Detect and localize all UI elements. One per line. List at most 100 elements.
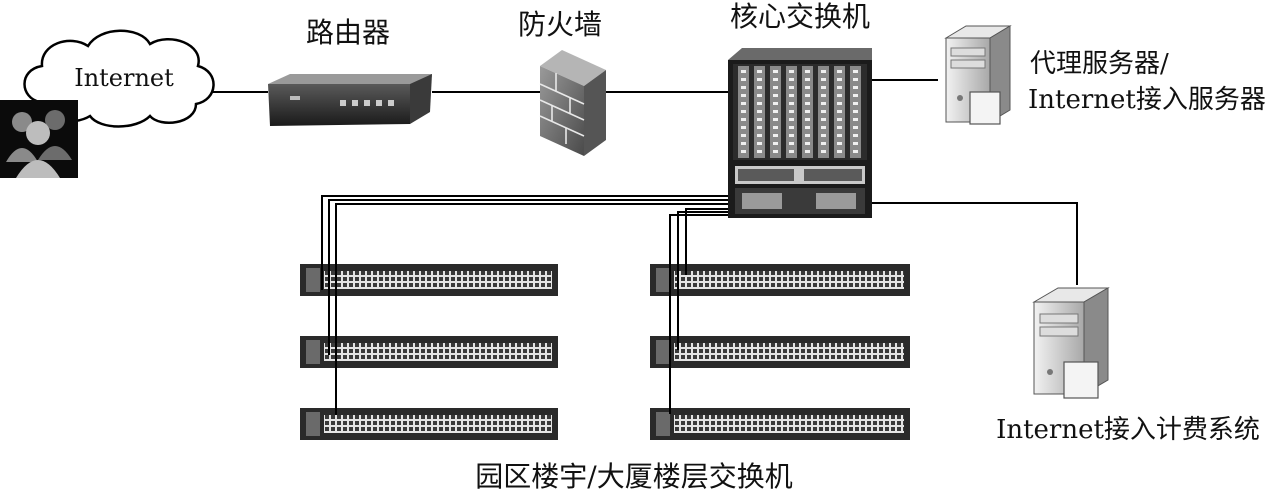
core-card-port bbox=[805, 142, 810, 145]
core-card-port bbox=[789, 86, 794, 89]
core-card-port bbox=[853, 110, 858, 113]
core-card-port bbox=[741, 70, 746, 73]
core-card-port bbox=[773, 142, 778, 145]
core-card-port bbox=[837, 126, 842, 129]
core-card-port bbox=[805, 150, 810, 153]
core-card-port bbox=[789, 70, 794, 73]
core-card-port bbox=[805, 78, 810, 81]
core-card-port bbox=[837, 118, 842, 121]
core-card-port bbox=[805, 86, 810, 89]
core-card-port bbox=[821, 110, 826, 113]
core-card-port bbox=[773, 134, 778, 137]
core-card-port bbox=[773, 70, 778, 73]
core-card-port bbox=[853, 134, 858, 137]
uplink-left-2 bbox=[328, 199, 790, 355]
core-card-port bbox=[757, 102, 762, 105]
internet-label: Internet bbox=[74, 64, 174, 92]
core-card-port bbox=[741, 150, 746, 153]
core-card-port bbox=[789, 94, 794, 97]
core-card-port bbox=[837, 78, 842, 81]
core-card-port bbox=[773, 94, 778, 97]
access-switch bbox=[650, 408, 910, 440]
core-card-port bbox=[741, 118, 746, 121]
core-card-port bbox=[773, 110, 778, 113]
core-card-port bbox=[773, 102, 778, 105]
core-switch-icon bbox=[728, 48, 872, 218]
core-card-port bbox=[853, 94, 858, 97]
core-card-port bbox=[757, 142, 762, 145]
access-switch bbox=[300, 408, 558, 440]
core-card-port bbox=[757, 134, 762, 137]
access-switch bbox=[650, 264, 910, 296]
core-card-port bbox=[853, 142, 858, 145]
uplink-left-1 bbox=[321, 195, 790, 290]
core-switch-label: 核心交换机 bbox=[730, 0, 870, 33]
core-card-port bbox=[853, 126, 858, 129]
core-card-port bbox=[741, 102, 746, 105]
core-card-port bbox=[837, 102, 842, 105]
billing-server-icon bbox=[1032, 287, 1110, 399]
firewall-label: 防火墙 bbox=[518, 8, 602, 41]
core-card-port bbox=[853, 86, 858, 89]
proxy-server-icon bbox=[944, 25, 1012, 125]
core-card-port bbox=[821, 126, 826, 129]
core-card-port bbox=[757, 126, 762, 129]
uplink-left-3 bbox=[335, 203, 790, 415]
core-card-port bbox=[837, 110, 842, 113]
core-card-port bbox=[805, 110, 810, 113]
core-card-port bbox=[805, 102, 810, 105]
uplink-right-3 bbox=[669, 214, 790, 414]
billing-server-label: Internet接入计费系统 bbox=[996, 415, 1260, 445]
core-card-port bbox=[741, 94, 746, 97]
core-card-port bbox=[805, 134, 810, 137]
core-card-port bbox=[837, 86, 842, 89]
firewall-icon bbox=[539, 50, 606, 156]
core-card-port bbox=[821, 142, 826, 145]
core-card-port bbox=[773, 150, 778, 153]
link-core-billing bbox=[872, 202, 1078, 285]
uplinks-right bbox=[669, 208, 790, 414]
uplink-ends bbox=[321, 262, 687, 415]
core-card-port bbox=[741, 134, 746, 137]
core-card-port bbox=[805, 118, 810, 121]
core-card-port bbox=[773, 86, 778, 89]
core-card-port bbox=[821, 86, 826, 89]
core-card-port bbox=[821, 94, 826, 97]
core-card-port bbox=[789, 134, 794, 137]
access-switch bbox=[300, 264, 558, 296]
core-card-port bbox=[757, 78, 762, 81]
core-card-port bbox=[837, 142, 842, 145]
router-icon bbox=[268, 74, 432, 126]
core-card-port bbox=[853, 78, 858, 81]
core-card-port bbox=[837, 94, 842, 97]
core-card-port bbox=[853, 70, 858, 73]
access-switches bbox=[300, 264, 910, 440]
core-card-port bbox=[773, 78, 778, 81]
core-card-port bbox=[821, 78, 826, 81]
core-card-port bbox=[789, 118, 794, 121]
users-icon bbox=[0, 100, 78, 178]
core-card-port bbox=[805, 94, 810, 97]
core-card-port bbox=[789, 102, 794, 105]
proxy-server-label-line1: 代理服务器/ bbox=[1030, 49, 1169, 79]
core-card-port bbox=[741, 142, 746, 145]
core-card-port bbox=[805, 70, 810, 73]
core-card-port bbox=[789, 150, 794, 153]
core-card-port bbox=[757, 70, 762, 73]
proxy-server-label-line2: Internet接入服务器 bbox=[1028, 85, 1266, 115]
core-card-port bbox=[837, 134, 842, 137]
uplinks-left bbox=[321, 195, 790, 415]
core-card-port bbox=[821, 102, 826, 105]
core-card-port bbox=[757, 118, 762, 121]
core-card-port bbox=[741, 126, 746, 129]
core-card-port bbox=[741, 86, 746, 89]
core-card-port bbox=[741, 78, 746, 81]
core-card-port bbox=[821, 134, 826, 137]
core-card-port bbox=[789, 126, 794, 129]
access-switch bbox=[650, 336, 910, 368]
core-card-port bbox=[821, 70, 826, 73]
core-switch-cards bbox=[738, 66, 861, 158]
access-switches-label: 园区楼宇/大厦楼层交换机 bbox=[475, 460, 792, 493]
core-card-port bbox=[757, 86, 762, 89]
